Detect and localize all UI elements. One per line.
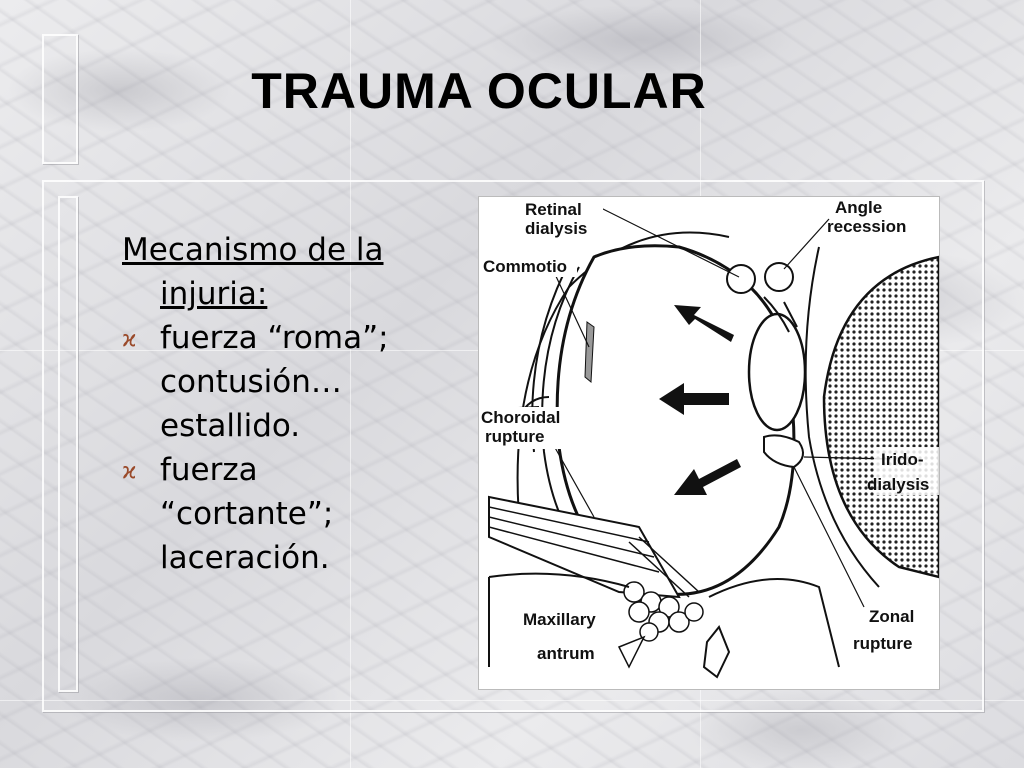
- label-irido-1: Irido-: [881, 450, 924, 469]
- nerve-fibers: [488, 506, 700, 598]
- tile-seam: [350, 0, 351, 768]
- leader-choroidal: [548, 436, 595, 518]
- commotio-lesion: [584, 321, 595, 384]
- label-commotio: Commotio: [483, 257, 567, 276]
- leader-retinal: [598, 206, 740, 278]
- bone-fragment: [702, 625, 731, 679]
- label-choroidal-2: rupture: [485, 427, 545, 446]
- label-zonal-2: rupture: [853, 634, 913, 653]
- label-bg: [481, 255, 577, 277]
- anterior-chamber: [822, 255, 941, 579]
- label-angle-1: Angle: [835, 198, 882, 217]
- label-maxillary-2: antrum: [537, 644, 595, 663]
- label-maxillary-1: Maxillary: [523, 610, 596, 629]
- bullet-glyph-icon: ϰ: [122, 327, 137, 352]
- content-accent-bar: [58, 196, 78, 692]
- label-angle-2: recession: [827, 217, 906, 236]
- heading-line-2: injuria:: [160, 276, 268, 312]
- leader-commotio: [553, 271, 590, 348]
- section-heading: Mecanismo de la injuria:: [122, 228, 462, 316]
- bullet-2-line-3: laceración.: [160, 540, 330, 576]
- label-choroidal-1: Choroidal: [481, 408, 560, 427]
- label-irido-2: dialysis: [867, 475, 929, 494]
- bullet-1-line-3: estallido.: [160, 408, 301, 444]
- bullet-1-line-2: contusión…: [160, 364, 342, 400]
- label-retinal-2: dialysis: [525, 219, 587, 238]
- label-bg: [874, 447, 939, 495]
- leader-zonal: [793, 466, 865, 608]
- bullet-2-line-1: fuerza: [160, 452, 258, 488]
- iris-root: [763, 434, 804, 469]
- retinal-dialysis-site: [726, 264, 756, 294]
- force-arrow-upper: [674, 305, 734, 342]
- lens: [747, 312, 807, 432]
- force-arrow-middle: [659, 383, 729, 415]
- bone-chip: [617, 635, 646, 669]
- content-frame: [42, 180, 984, 712]
- bullet-1-line-1: fuerza “roma”;: [160, 320, 389, 356]
- leader-angle: [783, 218, 830, 270]
- body-text: Mecanismo de la injuria: ϰ fuerza “roma”…: [122, 228, 462, 580]
- angle-recession-site: [764, 262, 794, 292]
- eye-diagram-svg: Retinal dialysis Angle recession Commoti…: [479, 197, 941, 679]
- cornea-outline: [804, 246, 880, 588]
- title-accent-bar: [42, 34, 78, 164]
- label-zonal-1: Zonal: [869, 607, 914, 626]
- eye-trauma-diagram: Retinal dialysis Angle recession Commoti…: [478, 196, 941, 690]
- orbital-fat: [623, 581, 704, 642]
- label-bg: [479, 407, 575, 449]
- slide-title: TRAUMA OCULAR: [251, 63, 707, 119]
- label-bg: [519, 197, 603, 237]
- tile-seam: [0, 700, 1024, 701]
- bullet-item-1: ϰ fuerza “roma”; contusión… estallido.: [122, 316, 462, 448]
- orbital-floor: [488, 572, 840, 668]
- heading-line-1: Mecanismo de la: [122, 232, 384, 268]
- bullet-item-2: ϰ fuerza “cortante”; laceración.: [122, 448, 462, 580]
- bullet-2-line-2: “cortante”;: [160, 496, 334, 532]
- ciliary-body: [763, 296, 798, 333]
- force-arrow-lower: [674, 459, 741, 495]
- label-retinal-1: Retinal: [525, 200, 582, 219]
- bullet-glyph-icon: ϰ: [122, 459, 137, 484]
